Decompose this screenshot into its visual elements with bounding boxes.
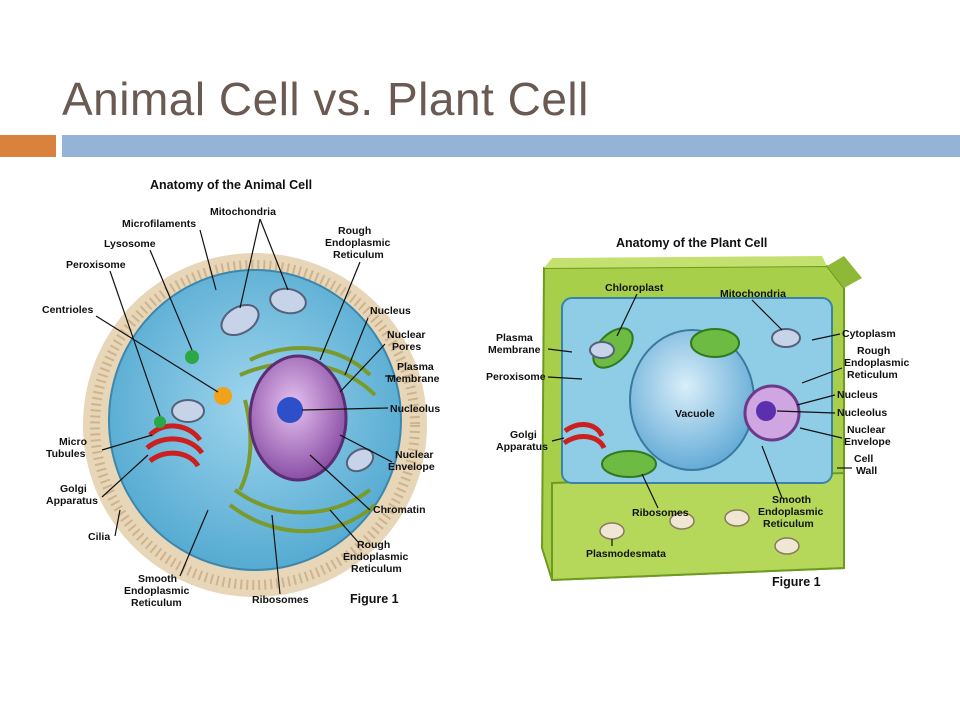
label-envelope: Envelope bbox=[388, 461, 435, 473]
label-smooth: Smooth bbox=[138, 573, 177, 585]
label-plant-apparatus: Apparatus bbox=[496, 441, 548, 453]
label-golgi: Golgi bbox=[60, 483, 87, 495]
label-plant-nucleus: Nucleus bbox=[837, 389, 878, 401]
animal-nucleolus bbox=[277, 397, 303, 423]
label-tubules: Tubules bbox=[46, 448, 86, 460]
label-plant-nuclear: Nuclear bbox=[847, 424, 886, 436]
plant-mitochondria bbox=[589, 328, 801, 359]
plant-nucleolus bbox=[756, 401, 776, 421]
label-chloroplast: Chloroplast bbox=[605, 282, 664, 294]
animal-centrioles bbox=[214, 387, 232, 405]
label-nucleus: Nucleus bbox=[370, 305, 411, 317]
label-rough-top: Rough bbox=[338, 225, 371, 237]
label-plant-rough: Rough bbox=[857, 345, 890, 357]
plant-leader-lines bbox=[547, 293, 852, 546]
label-wall: Wall bbox=[856, 465, 877, 477]
label-plant-ribosomes: Ribosomes bbox=[632, 507, 689, 519]
plasmodesmata-pits bbox=[599, 509, 800, 555]
label-membrane: Membrane bbox=[387, 373, 440, 385]
label-rough-top-endoplasmic: Endoplasmic bbox=[325, 237, 391, 249]
animal-figure: Figure 1 bbox=[350, 592, 399, 606]
label-smooth-reticulum: Reticulum bbox=[131, 597, 182, 609]
animal-peroxisome bbox=[154, 416, 166, 428]
label-rough-bottom-endoplasmic: Endoplasmic bbox=[343, 551, 409, 563]
label-peroxisome: Peroxisome bbox=[66, 259, 126, 271]
label-cell: Cell bbox=[854, 453, 873, 465]
label-plant-envelope: Envelope bbox=[844, 436, 891, 448]
animal-leader-lines bbox=[95, 218, 395, 595]
animal-cell-diagram: Anatomy of the Animal Cell Mitochondria … bbox=[42, 178, 440, 609]
label-plant-nucleolus: Nucleolus bbox=[837, 407, 887, 419]
plant-labels: Anatomy of the Plant Cell Chloroplast Mi… bbox=[486, 236, 910, 589]
animal-lysosome bbox=[185, 350, 199, 364]
label-cilia: Cilia bbox=[88, 531, 110, 543]
label-plant-mitochondria: Mitochondria bbox=[720, 288, 786, 300]
label-plant-golgi: Golgi bbox=[510, 429, 537, 441]
label-micro: Micro bbox=[59, 436, 87, 448]
label-centrioles: Centrioles bbox=[42, 304, 94, 316]
label-plant-peroxisome: Peroxisome bbox=[486, 371, 546, 383]
plant-title: Anatomy of the Plant Cell bbox=[616, 236, 767, 250]
label-nucleolus: Nucleolus bbox=[390, 403, 440, 415]
label-plant-plasma: Plasma bbox=[496, 332, 533, 344]
label-plant-rough-endoplasmic: Endoplasmic bbox=[844, 357, 910, 369]
label-lysosome: Lysosome bbox=[104, 238, 156, 250]
label-apparatus: Apparatus bbox=[46, 495, 98, 507]
animal-mitochondria bbox=[171, 287, 375, 473]
plant-figure: Figure 1 bbox=[772, 575, 821, 589]
animal-title: Anatomy of the Animal Cell bbox=[150, 178, 312, 192]
label-chromatin: Chromatin bbox=[373, 504, 426, 516]
animal-golgi bbox=[145, 423, 205, 468]
label-microfilaments: Microfilaments bbox=[122, 218, 196, 230]
label-vacuole: Vacuole bbox=[675, 408, 715, 420]
label-nuclear-envelope: Nuclear bbox=[395, 449, 434, 461]
plant-golgi bbox=[562, 422, 607, 450]
label-plant-smooth: Smooth bbox=[772, 494, 811, 506]
label-plasma: Plasma bbox=[397, 361, 434, 373]
label-plant-membrane: Membrane bbox=[488, 344, 541, 356]
label-ribosomes: Ribosomes bbox=[252, 594, 309, 606]
label-plasmodesmata: Plasmodesmata bbox=[586, 548, 666, 560]
label-plant-rough-reticulum: Reticulum bbox=[847, 369, 898, 381]
label-rough-bottom-reticulum: Reticulum bbox=[351, 563, 402, 575]
label-nuclear-pores: Nuclear bbox=[387, 329, 426, 341]
animal-labels: Anatomy of the Animal Cell Mitochondria … bbox=[42, 178, 440, 609]
label-pores: Pores bbox=[392, 341, 421, 353]
label-smooth-endoplasmic: Endoplasmic bbox=[124, 585, 190, 597]
label-rough-top-reticulum: Reticulum bbox=[333, 249, 384, 261]
accent-bar-orange bbox=[0, 135, 56, 157]
label-cytoplasm: Cytoplasm bbox=[842, 328, 896, 340]
slide-title: Animal Cell vs. Plant Cell bbox=[62, 73, 589, 125]
accent-bar-blue bbox=[62, 135, 960, 157]
label-rough-bottom: Rough bbox=[357, 539, 390, 551]
plant-cell-diagram: Anatomy of the Plant Cell Chloroplast Mi… bbox=[486, 236, 910, 589]
label-mitochondria: Mitochondria bbox=[210, 206, 276, 218]
label-plant-smooth-reticulum: Reticulum bbox=[763, 518, 814, 530]
label-plant-smooth-endoplasmic: Endoplasmic bbox=[758, 506, 824, 518]
